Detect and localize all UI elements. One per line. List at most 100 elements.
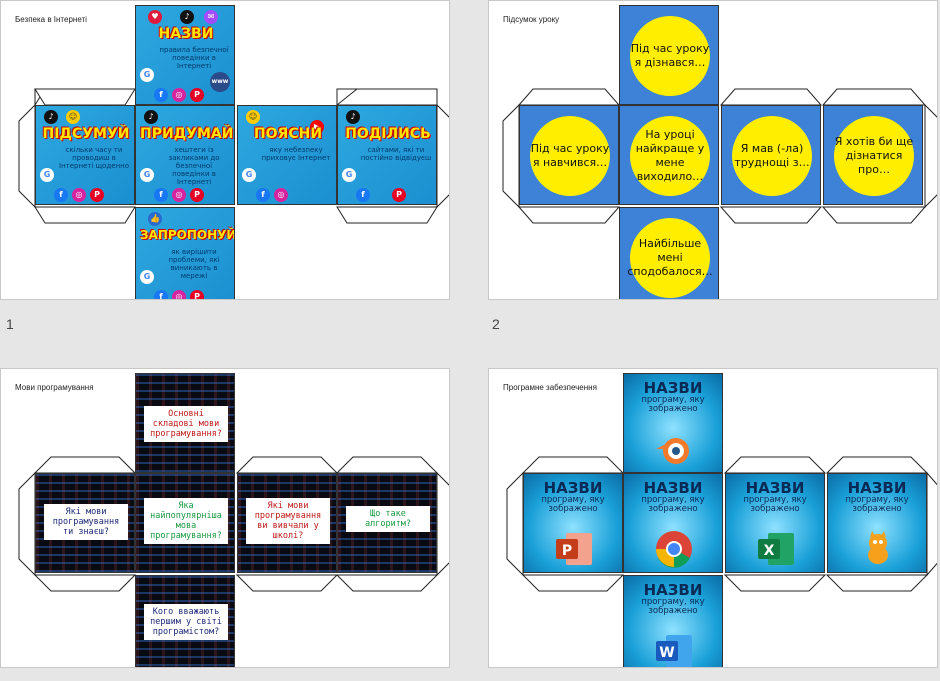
face-heading: ЗАПРОПОНУЙ — [140, 228, 235, 242]
google-icon: G — [140, 270, 154, 284]
question-card: Кого вважають першим у світі програмісто… — [144, 604, 228, 640]
slide-thumbnail-1[interactable]: Безпека в Інтернеті ♥ ♪ ✉ НАЗВИ правила … — [0, 0, 450, 300]
facebook-icon: f — [154, 290, 168, 299]
google-icon: G — [242, 168, 256, 182]
face-heading: ПРИДУМАЙ — [140, 126, 234, 142]
question-card: Що таке алгоритм? — [346, 506, 430, 532]
cube-face-left: Під час уроку я навчився… — [519, 105, 619, 205]
face-subtitle: програму, яку зображено — [845, 495, 909, 514]
tiktok-icon: ♪ — [180, 10, 194, 24]
face-subtitle: програму, яку зображено — [743, 495, 807, 514]
emoji-icon: ☺ — [66, 110, 80, 124]
cube-face-right: Я мав (-ла) труднощі з… — [721, 105, 821, 205]
google-icon: G — [40, 168, 54, 182]
facebook-icon: f — [154, 188, 168, 202]
google-icon: G — [342, 168, 356, 182]
google-icon: G — [140, 68, 154, 82]
face-heading: ПОДІЛИСЬ — [345, 126, 431, 142]
slide-title: Мови програмування — [15, 383, 94, 392]
instagram-icon: ◎ — [172, 88, 186, 102]
cube-face-back: Я хотів би ще дізнатися про… — [823, 105, 923, 205]
powerpoint-icon: P — [556, 533, 592, 565]
pinterest-icon: P — [392, 188, 406, 202]
pinterest-icon: P — [90, 188, 104, 202]
cube-face-top: НАЗВИ програму, яку зображено — [623, 373, 723, 473]
cube-face-front: Яка найпопулярніша мова програмування? — [135, 473, 235, 573]
cube-face-back: НАЗВИ програму, яку зображено — [827, 473, 927, 573]
facebook-icon: f — [154, 88, 168, 102]
facebook-icon: f — [256, 188, 270, 202]
pinterest-icon: P — [190, 88, 204, 102]
instagram-icon: ◎ — [172, 188, 186, 202]
slide-thumbnail-2[interactable]: Підсумок уроку Під час уроку я дізнався…… — [488, 0, 938, 300]
face-subtitle: програму, яку зображено — [541, 495, 605, 514]
face-subtitle: програму, яку зображено — [641, 495, 705, 514]
slide-title: Безпека в Інтернеті — [15, 15, 87, 24]
slide-thumbnail-4[interactable]: Програмне забезпечення НАЗВИ програму, я… — [488, 368, 938, 668]
question-card: Яка найпопулярніша мова програмування? — [144, 498, 228, 544]
instagram-icon: ◎ — [172, 290, 186, 299]
pinterest-icon: P — [190, 188, 204, 202]
cube-net-outline — [506, 456, 937, 592]
svg-text:P: P — [562, 543, 572, 559]
instagram-icon: ◎ — [72, 188, 86, 202]
word-icon: W — [656, 635, 692, 667]
face-heading: НАЗВИ — [543, 479, 603, 497]
prompt-circle: Я мав (-ла) труднощі з… — [732, 116, 812, 196]
blender-icon — [656, 438, 689, 464]
svg-text:W: W — [659, 645, 674, 661]
tiktok-icon: ♪ — [144, 110, 158, 124]
cube-face-right: НАЗВИ програму, яку зображено X — [725, 473, 825, 573]
cube-net-outline — [18, 88, 449, 224]
facebook-icon: f — [356, 188, 370, 202]
prompt-circle: На уроці найкраще у мене виходило… — [630, 116, 710, 196]
face-text: яку небезпеку приховує Інтернет — [261, 146, 331, 162]
face-subtitle: програму, яку зображено — [641, 597, 705, 616]
face-heading: НАЗВИ — [643, 379, 703, 397]
cube-face-front: НАЗВИ програму, яку зображено — [623, 473, 723, 573]
slide-number: 1 — [6, 316, 14, 332]
chrome-icon — [656, 531, 692, 568]
cube-face-right: ☺ ▶ ПОЯСНИ яку небезпеку приховує Інтерн… — [237, 105, 337, 205]
cube-face-left: Які мови програмування ти знаєш? — [35, 473, 135, 573]
cube-face-front: ♪ ПРИДУМАЙ хештеги із закликами до безпе… — [135, 105, 235, 205]
cube-face-bottom: Найбільше мені сподобалося… — [619, 207, 719, 299]
tiktok-icon: ♪ — [44, 110, 58, 124]
cube-face-back: ♪ ПОДІЛИСЬ сайтами, які ти постійно відв… — [337, 105, 437, 205]
slide-title: Програмне забезпечення — [503, 383, 597, 392]
prompt-circle: Під час уроку я навчився… — [530, 116, 610, 196]
youtube-icon: ▶ — [310, 120, 324, 134]
face-heading: НАЗВИ — [847, 479, 907, 497]
scratch-cat-icon — [868, 531, 888, 564]
face-text: як вирішити проблеми, які виникають в ме… — [168, 248, 220, 280]
tiktok-icon: ♪ — [346, 110, 360, 124]
face-text: скільки часу ти проводиш в Інтернеті щод… — [58, 146, 130, 170]
cube-face-bottom: Кого вважають першим у світі програмісто… — [135, 575, 235, 667]
face-heading: НАЗВИ — [158, 26, 214, 42]
emoji-icon: ☺ — [246, 110, 260, 124]
cube-face-back: Що таке алгоритм? — [337, 473, 437, 573]
like-icon: 👍 — [148, 212, 162, 226]
slide-thumbnail-3[interactable]: Мови програмування Основні складові мови… — [0, 368, 450, 668]
cube-face-top: Основні складові мови програмування? — [135, 373, 235, 473]
slide-number: 2 — [492, 316, 500, 332]
question-card: Основні складові мови програмування? — [144, 406, 228, 442]
instagram-icon: ◎ — [274, 188, 288, 202]
face-subtitle: програму, яку зображено — [641, 395, 705, 414]
prompt-circle: Найбільше мені сподобалося… — [627, 218, 713, 298]
face-heading: ПІДСУМУЙ — [42, 126, 130, 142]
face-text: хештеги із закликами до безпечної поведі… — [168, 146, 220, 186]
slide-title: Підсумок уроку — [503, 15, 560, 24]
heart-icon: ♥ — [148, 10, 162, 24]
face-text: сайтами, які ти постійно відвідуєш — [360, 146, 432, 162]
face-heading: ПОЯСНИ — [253, 126, 323, 142]
www-globe-icon: www — [210, 72, 230, 92]
cube-face-left: ♪ ☺ ПІДСУМУЙ скільки часу ти проводиш в … — [35, 105, 135, 205]
face-text: правила безпечної поведінки в Інтернеті — [159, 46, 229, 70]
question-card: Які мови програмування ви вивчали у школ… — [246, 498, 330, 544]
prompt-circle: Я хотів би ще дізнатися про… — [834, 116, 914, 196]
face-heading: НАЗВИ — [643, 581, 703, 599]
excel-icon: X — [758, 533, 794, 565]
cube-face-bottom: НАЗВИ програму, яку зображено W — [623, 575, 723, 667]
google-icon: G — [140, 168, 154, 182]
